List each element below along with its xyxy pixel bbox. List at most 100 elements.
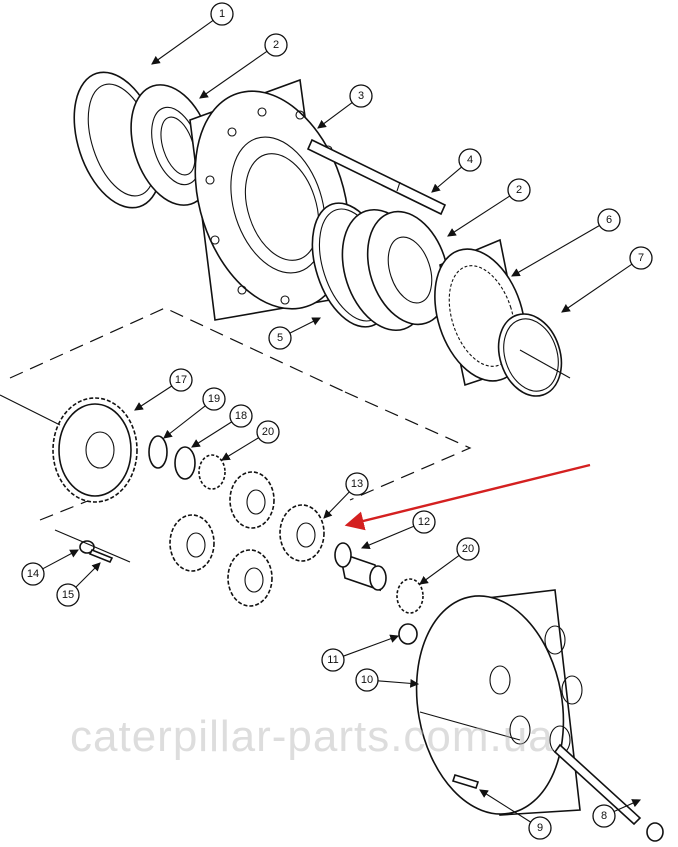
leader-line xyxy=(221,437,259,461)
callout-5: 5 xyxy=(268,317,321,350)
part-needle-bearing xyxy=(198,454,226,490)
part-bolt-washer xyxy=(54,529,131,564)
leader-line xyxy=(377,679,420,688)
callout-circle xyxy=(21,562,45,586)
callout-circle xyxy=(456,537,480,561)
callout-8: 8 xyxy=(592,799,642,828)
callout-13: 13 xyxy=(323,472,369,519)
callout-number: 8 xyxy=(601,810,607,822)
callout-circle xyxy=(229,404,253,428)
callout-circle xyxy=(268,326,292,350)
leader-line xyxy=(343,634,400,657)
callout-number: 11 xyxy=(327,654,338,666)
callout-number: 3 xyxy=(358,90,364,102)
callout-number: 7 xyxy=(638,252,644,264)
callout-15: 15 xyxy=(56,562,101,607)
callout-circle xyxy=(169,368,193,392)
part-bolt-8 xyxy=(553,743,664,842)
callout-18: 18 xyxy=(191,404,253,448)
callout-2: 2 xyxy=(199,33,288,99)
part-bolt-9 xyxy=(451,774,480,789)
callout-circle xyxy=(412,510,436,534)
callout-number: 4 xyxy=(467,154,473,166)
part-retaining-ring xyxy=(148,435,168,469)
callout-number: 14 xyxy=(27,568,39,580)
leader-line xyxy=(317,102,353,129)
callout-circle xyxy=(264,33,288,57)
part-thrust-washer xyxy=(174,446,196,480)
callout-11: 11 xyxy=(321,634,400,672)
callout-20: 20 xyxy=(221,420,280,461)
callout-3: 3 xyxy=(317,84,373,129)
callout-number: 20 xyxy=(262,426,274,438)
leader-line xyxy=(511,225,600,277)
leader-line xyxy=(360,525,415,550)
callout-circle xyxy=(345,472,369,496)
callout-4: 4 xyxy=(431,148,482,193)
callout-14: 14 xyxy=(21,549,79,586)
leader-line xyxy=(75,562,101,588)
part-sun-gear xyxy=(0,394,138,503)
leader-line xyxy=(289,317,321,334)
leader-line xyxy=(561,263,633,313)
callout-number: 17 xyxy=(175,374,187,386)
callout-circle xyxy=(256,420,280,444)
callout-number: 19 xyxy=(208,393,220,405)
part-stud xyxy=(306,138,447,216)
callout-10: 10 xyxy=(355,668,420,692)
callout-number: 2 xyxy=(273,39,279,51)
callout-circle xyxy=(629,246,653,270)
callout-number: 2 xyxy=(516,184,522,196)
callout-circle xyxy=(592,804,616,828)
highlight-arrow xyxy=(344,463,591,531)
callout-circle xyxy=(458,148,482,172)
leader-line xyxy=(431,166,462,193)
leader-line xyxy=(42,549,79,570)
callout-number: 10 xyxy=(361,674,373,686)
callout-circle xyxy=(597,208,621,232)
part-planet-pin xyxy=(334,542,387,592)
part-bearing-inner xyxy=(130,84,214,206)
leader-line xyxy=(613,799,642,813)
part-snap-ring xyxy=(497,313,571,397)
callout-number: 18 xyxy=(235,410,247,422)
callout-number: 12 xyxy=(418,516,430,528)
leader-line xyxy=(199,50,268,99)
callout-1: 1 xyxy=(151,2,234,65)
callout-number: 13 xyxy=(351,478,363,490)
leader-line xyxy=(134,385,173,411)
callout-number: 20 xyxy=(462,543,474,555)
callout-number: 1 xyxy=(219,8,225,20)
part-needle-bearing-2 xyxy=(396,578,424,614)
callout-number: 15 xyxy=(62,589,74,601)
callout-17: 17 xyxy=(134,368,193,411)
leader-line xyxy=(419,555,460,585)
part-plug xyxy=(398,623,418,645)
leader-line xyxy=(479,789,532,823)
callout-7: 7 xyxy=(561,246,653,313)
callout-12: 12 xyxy=(360,510,436,550)
callout-circle xyxy=(321,648,345,672)
leader-line xyxy=(151,19,214,65)
leader-line xyxy=(191,421,232,448)
callout-circle xyxy=(56,583,80,607)
part-planet-carrier xyxy=(415,589,583,816)
callout-circle xyxy=(210,2,234,26)
callout-circle xyxy=(355,668,379,692)
callout-2: 2 xyxy=(447,178,531,237)
callout-20: 20 xyxy=(419,537,480,585)
part-planet-gears xyxy=(169,471,325,607)
callout-circle xyxy=(528,816,552,840)
callout-circle xyxy=(507,178,531,202)
leader-line xyxy=(163,405,206,439)
part-bearing-outer xyxy=(341,208,450,332)
callout-circle xyxy=(349,84,373,108)
leader-line xyxy=(323,491,350,519)
callout-9: 9 xyxy=(479,789,552,840)
callout-number: 6 xyxy=(606,214,612,226)
callout-number: 5 xyxy=(277,332,283,344)
callout-number: 9 xyxy=(537,822,543,834)
callout-circle xyxy=(202,387,226,411)
